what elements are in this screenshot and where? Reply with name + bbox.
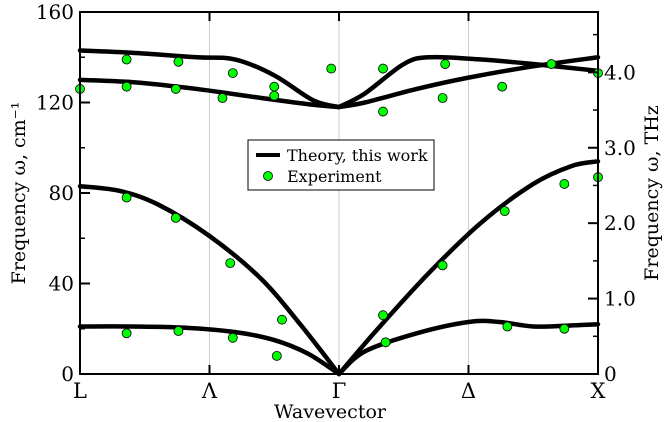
experiment-point	[225, 258, 236, 269]
theory-branch	[77, 324, 342, 377]
x-tick-label: Δ	[461, 379, 476, 403]
experiment-point	[271, 350, 282, 361]
experiment-point	[559, 323, 570, 334]
theory-branch	[77, 77, 342, 110]
legend-label-theory: Theory, this work	[287, 146, 428, 165]
theory-branch	[336, 159, 601, 377]
y-tick-label: 80	[49, 181, 74, 205]
experiment-point	[277, 314, 287, 325]
experiment-point	[121, 81, 132, 92]
experiment-point	[173, 56, 184, 67]
y-tick-label: 0	[61, 362, 74, 386]
experiment-point	[269, 90, 280, 101]
grid-lines	[209, 12, 469, 374]
experiment-point	[378, 63, 388, 74]
experiment-point	[121, 328, 132, 339]
y-tick-label: 160	[36, 0, 74, 24]
y2-tick-label: 3.0	[604, 136, 636, 160]
y-axis-label: Frequency ω, cm⁻¹	[8, 102, 30, 285]
experiment-points	[75, 54, 603, 361]
experiment-point	[380, 337, 391, 348]
x-tick-label: L	[73, 379, 87, 403]
experiment-point	[227, 68, 238, 78]
legend-box	[247, 139, 435, 191]
theory-branch	[336, 54, 601, 110]
x-tick-label: X	[591, 379, 606, 403]
theory-branch	[336, 318, 601, 377]
experiment-point	[121, 54, 132, 65]
experiment-point	[546, 59, 557, 69]
experiment-point	[499, 206, 510, 217]
experiment-point	[170, 84, 181, 94]
experiment-point	[173, 326, 184, 336]
legend-marker-swatch	[263, 171, 273, 181]
legend-label-experiment: Experiment	[287, 167, 382, 186]
theory-curves	[77, 48, 601, 377]
theory-branch	[77, 48, 342, 110]
experiment-point	[502, 321, 513, 332]
experiment-point	[227, 332, 238, 343]
experiment-point	[437, 260, 448, 271]
x-tick-label: Λ	[201, 379, 218, 403]
y-tick-label: 40	[49, 272, 74, 296]
y2-tick-label: 0	[604, 362, 617, 386]
experiment-point	[497, 81, 508, 92]
experiment-point	[217, 93, 228, 103]
y2-tick-label: 4.0	[604, 60, 636, 84]
experiment-point	[121, 192, 132, 203]
experiment-point	[269, 81, 280, 92]
x-tick-label: Γ	[332, 379, 347, 403]
experiment-point	[559, 179, 570, 189]
y-tick-label: 120	[36, 91, 74, 115]
experiment-point	[440, 59, 451, 69]
y2-tick-label: 2.0	[604, 211, 636, 235]
experiment-point	[326, 63, 337, 74]
experiment-point	[170, 212, 181, 223]
theory-branch	[77, 183, 342, 377]
experiment-point	[378, 310, 388, 321]
y2-tick-label: 1.0	[604, 287, 636, 311]
x-axis-label: Wavevector	[274, 401, 387, 422]
y2-axis-label: Frequency ω, THz	[641, 105, 663, 281]
legend: Theory, this work Experiment	[247, 139, 435, 191]
experiment-point	[378, 106, 388, 117]
experiment-point	[437, 93, 448, 103]
